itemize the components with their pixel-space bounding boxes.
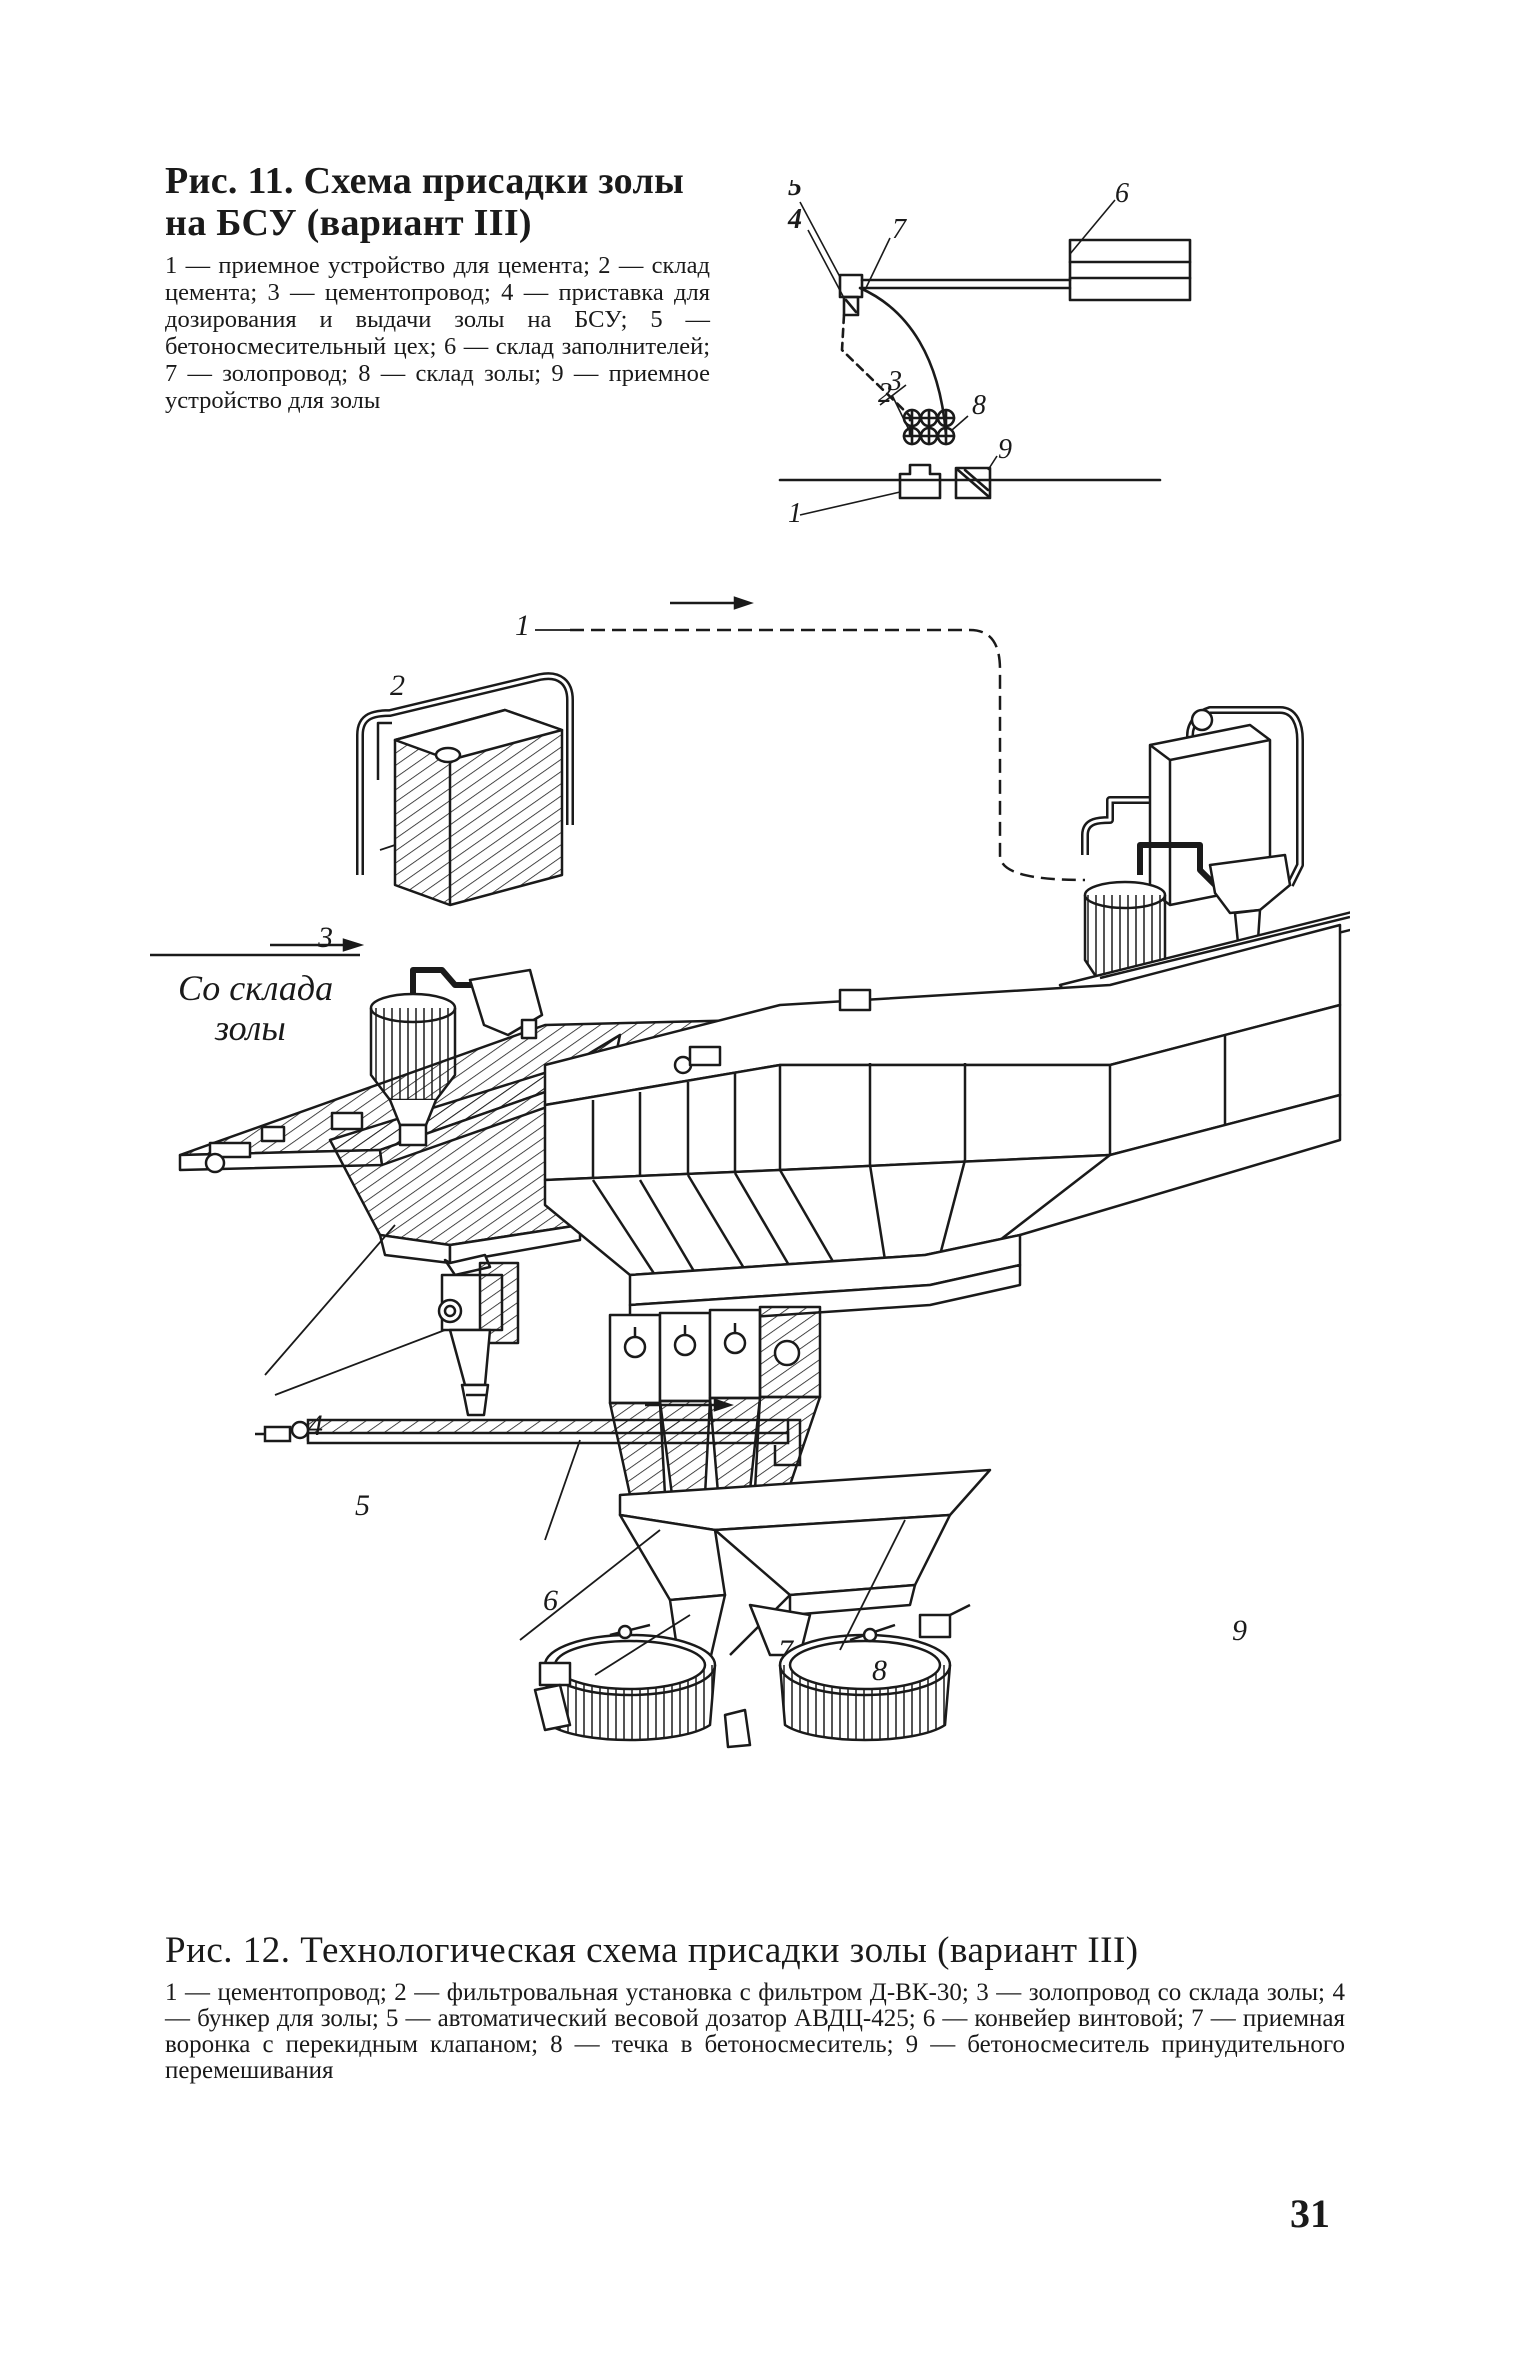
fig11-label-6: 6 (1115, 180, 1129, 209)
fig11-label-2: 2 (878, 378, 892, 409)
fig12-cement-pipeline (570, 628, 1086, 882)
fig11-label-1: 1 (788, 498, 802, 529)
fig11-dosing-attachment (842, 295, 860, 317)
figure-12-legend: 1 — цементопровод; 2 — фильтровальная ус… (165, 1979, 1345, 2084)
fig11-label-3: 3 (887, 366, 902, 397)
fig12-ash-inlet-label-1: Со склада (178, 968, 333, 1008)
page-number: 31 (1290, 2191, 1330, 2236)
figure-12-caption: Рис. 12. Технологическая схема присадки … (165, 1930, 1345, 2084)
fig12-label-8: 8 (872, 1654, 887, 1687)
fig11-warehouse-aggregates (1068, 238, 1192, 302)
figure-11-legend: 1 — приемное устройство для цемента; 2 —… (165, 252, 710, 414)
fig11-ash-receiver (954, 466, 992, 500)
fig11-mixing-shop (838, 273, 864, 299)
figure-12-diagram: Со склада золы (150, 596, 1350, 1749)
fig12-label-4: 4 (308, 1409, 323, 1442)
fig12-label-5: 5 (355, 1489, 370, 1522)
fig12-label-6: 6 (543, 1584, 558, 1617)
fig12-flow-arrow-top (670, 596, 754, 610)
figure-12-title: Рис. 12. Технологическая схема присадки … (165, 1930, 1139, 1971)
fig11-label-9: 9 (998, 434, 1012, 465)
fig12-label-7: 7 (778, 1634, 795, 1667)
fig11-cement-receiver (898, 463, 942, 500)
fig12-ash-inlet-arrow (150, 938, 365, 957)
fig11-label-7: 7 (892, 214, 907, 245)
fig11-ash-silos (902, 408, 956, 446)
fig12-leader-lines (264, 629, 906, 1676)
fig12-label-1: 1 (515, 609, 530, 642)
figure-11-title: Рис. 11. Схема присадки золы на БСУ (вар… (165, 160, 685, 244)
fig12-label-3: 3 (317, 921, 333, 954)
fig12-ash-inlet-label-2: золы (214, 1008, 286, 1048)
fig12-label-9: 9 (1232, 1614, 1247, 1647)
fig11-scheme: 5 4 6 7 3 8 2 9 1 (778, 180, 1192, 529)
fig11-label-5: 5 (788, 180, 802, 202)
fig11-label-4: 4 (787, 204, 802, 235)
fig11-label-8: 8 (972, 390, 986, 421)
figure-11-caption: Рис. 11. Схема присадки золы на БСУ (вар… (165, 160, 710, 414)
fig12-right-assembly (533, 706, 1350, 1749)
fig11-ash-pipeline (858, 286, 948, 437)
fig12-label-2: 2 (390, 669, 405, 702)
